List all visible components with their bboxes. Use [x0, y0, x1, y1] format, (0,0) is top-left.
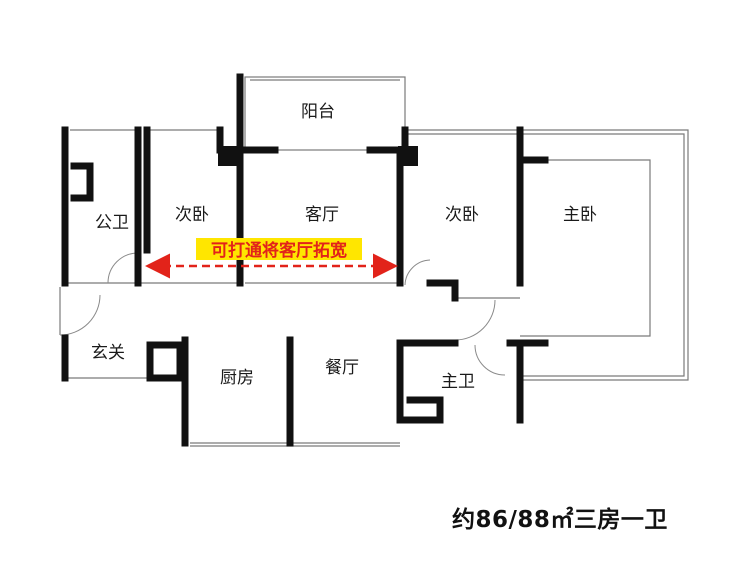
master-balcony-outline: [405, 129, 689, 381]
door-master-bedroom: [454, 299, 496, 341]
walls: [61, 73, 549, 447]
room-label-dining-room: 餐厅: [325, 358, 359, 378]
plan-caption: 约86/88㎡三房一卫: [452, 507, 668, 533]
column: [218, 146, 240, 166]
column: [398, 146, 418, 166]
door-bedroom-right: [404, 259, 431, 286]
room-label-kitchen: 厨房: [220, 368, 254, 388]
room-label-second-bedroom-right: 次卧: [445, 205, 479, 225]
room-label-master-bedroom: 主卧: [563, 205, 597, 225]
door-master-bath: [474, 344, 506, 376]
columns: [218, 146, 418, 166]
thin-lines: [59, 76, 689, 447]
room-label-living-room: 客厅: [305, 205, 339, 225]
door-entrance: [59, 294, 101, 336]
room-label-master-bath: 主卫: [441, 372, 475, 392]
room-label-second-bedroom-left: 次卧: [175, 205, 209, 225]
room-label-entrance: 玄关: [91, 343, 125, 363]
balcony-outline: [244, 76, 406, 151]
door-swings: [59, 252, 506, 376]
room-label-balcony: 阳台: [301, 102, 335, 122]
door-guest-bath: [107, 252, 139, 284]
annotation-text: 可打通将客厅拓宽: [211, 240, 347, 261]
room-label-guest-bath: 公卫: [95, 213, 129, 233]
